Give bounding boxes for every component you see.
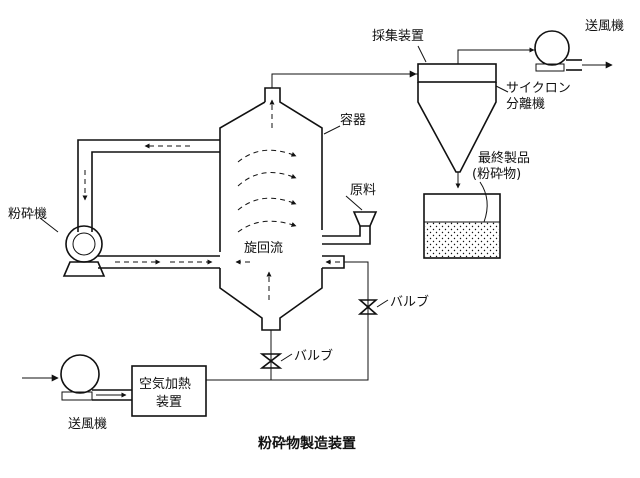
label-heater-line2: 装置 [156, 395, 182, 410]
label-vessel: 容器 [340, 112, 366, 128]
collector-leader [418, 46, 426, 62]
top-outlet-pipe [272, 74, 418, 88]
label-cyclone-line2: 分離機 [506, 97, 545, 112]
label-blower-left: 送風機 [68, 417, 107, 432]
vessel-leader [324, 126, 340, 134]
bottom-inlet [262, 330, 292, 380]
label-crusher: 粉砕機 [8, 207, 47, 222]
crusher [40, 218, 104, 276]
diagram-caption: 粉砕物製造装置 [258, 435, 356, 452]
label-swirl-flow: 旋回流 [244, 241, 283, 256]
blower-top [458, 31, 612, 71]
label-valve-right: バルブ [390, 294, 429, 310]
label-product-line2: (粉砕物) [472, 167, 521, 182]
raw-material-hopper [322, 196, 376, 244]
label-cyclone-line1: サイクロン [506, 81, 571, 96]
label-valve-bottom: バルブ [294, 348, 333, 364]
vessel [220, 88, 322, 330]
label-heater-line1: 空気加熱 [139, 376, 191, 392]
label-raw-material: 原料 [350, 183, 376, 198]
label-collector: 採集装置 [372, 28, 424, 44]
label-product-line1: 最終製品 [478, 150, 530, 166]
air-inlet-right [206, 256, 368, 380]
label-blower-top: 送風機 [585, 19, 624, 34]
recirculation-pipe [78, 140, 250, 268]
product-container [424, 182, 500, 258]
valve-right [360, 300, 388, 314]
blower-left [22, 355, 132, 400]
